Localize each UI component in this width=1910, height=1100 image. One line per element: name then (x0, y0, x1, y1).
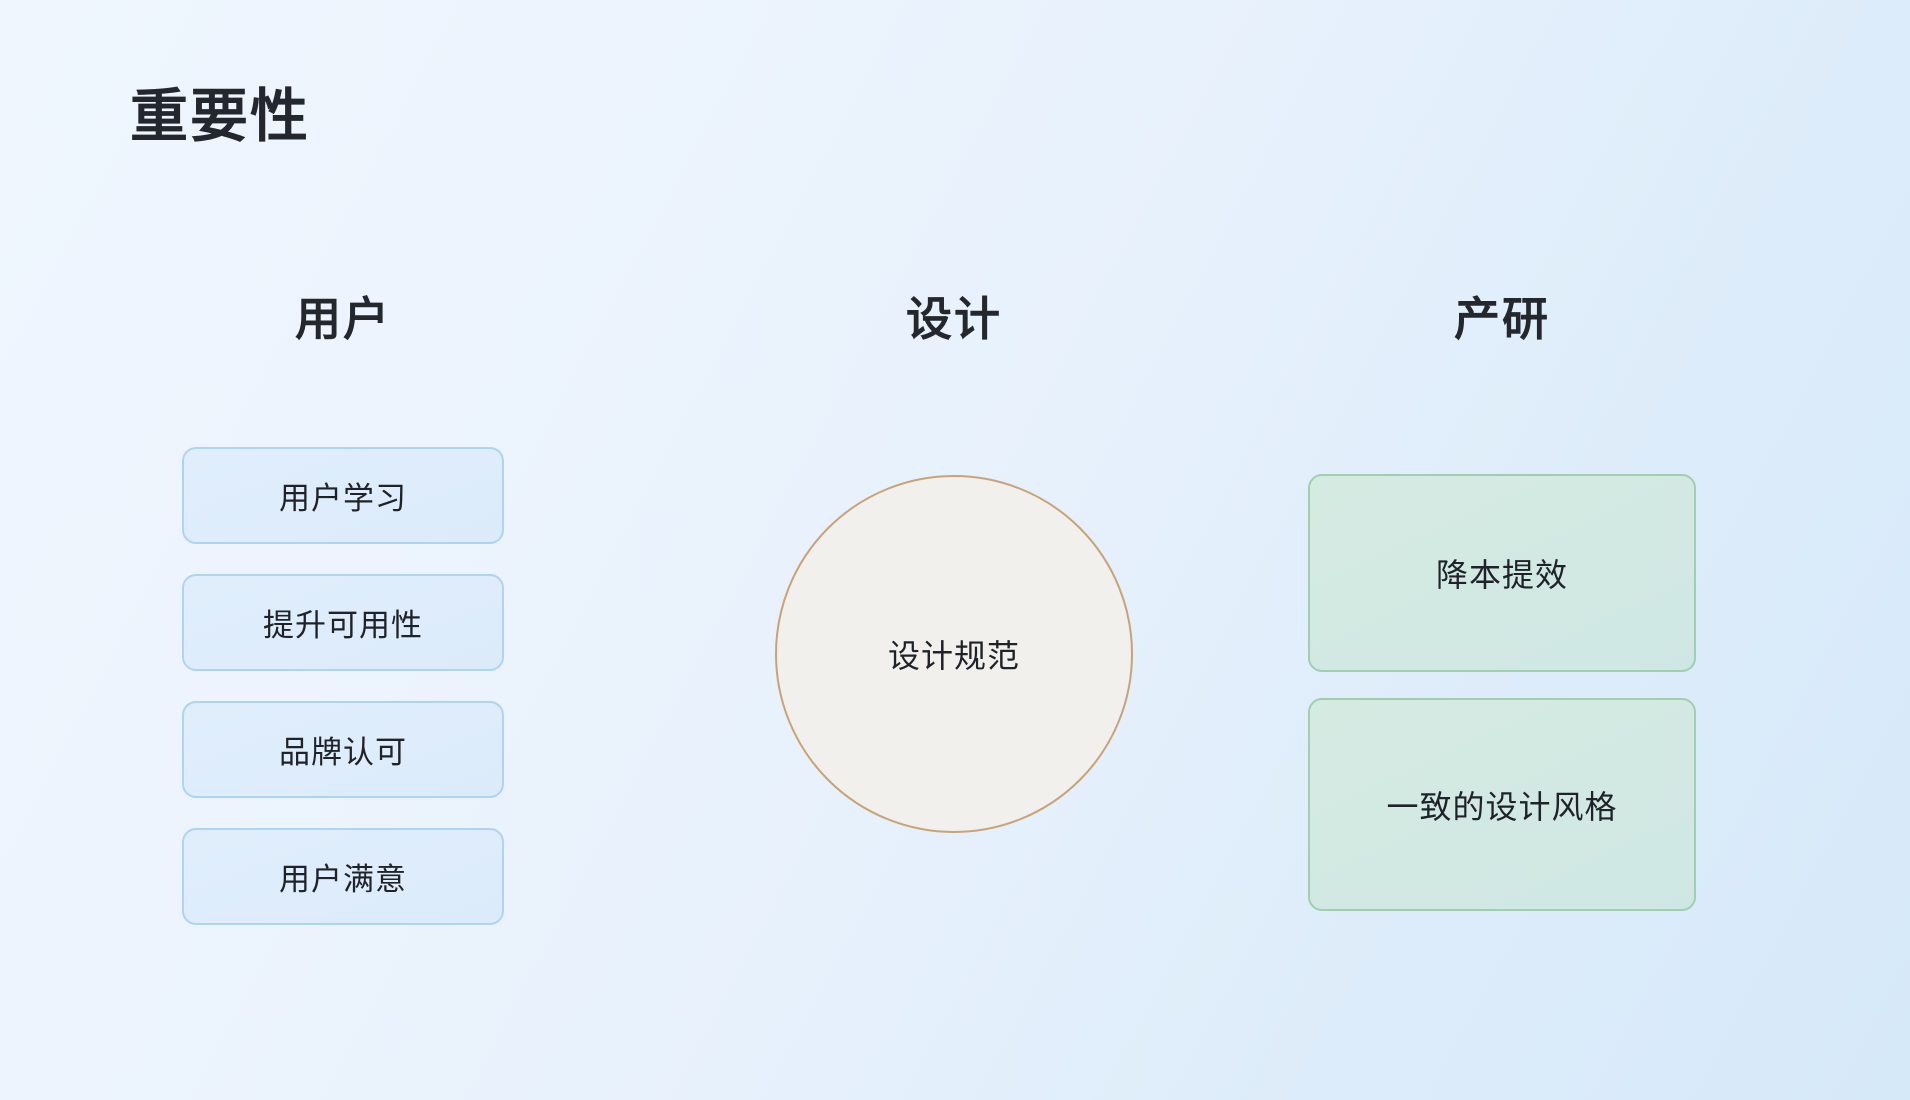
product-card-list: 降本提效 一致的设计风格 (1308, 474, 1696, 911)
product-card-item[interactable]: 一致的设计风格 (1308, 698, 1696, 911)
column-header-design: 设计 (906, 293, 1002, 345)
user-card-list: 用户学习 提升可用性 品牌认可 用户满意 (182, 447, 504, 925)
user-card-item[interactable]: 品牌认可 (182, 701, 504, 798)
column-user: 用户 (182, 296, 504, 342)
design-spec-circle[interactable]: 设计规范 (775, 475, 1133, 833)
column-product: 产研 (1308, 296, 1696, 342)
user-card-item[interactable]: 用户学习 (182, 447, 504, 544)
user-card-item[interactable]: 提升可用性 (182, 574, 504, 671)
page-title: 重要性 (130, 84, 311, 149)
column-design: 设计 (775, 296, 1133, 342)
column-header-user: 用户 (295, 293, 391, 345)
user-card-item[interactable]: 用户满意 (182, 828, 504, 925)
column-header-product: 产研 (1454, 293, 1550, 345)
product-card-item[interactable]: 降本提效 (1308, 474, 1696, 672)
